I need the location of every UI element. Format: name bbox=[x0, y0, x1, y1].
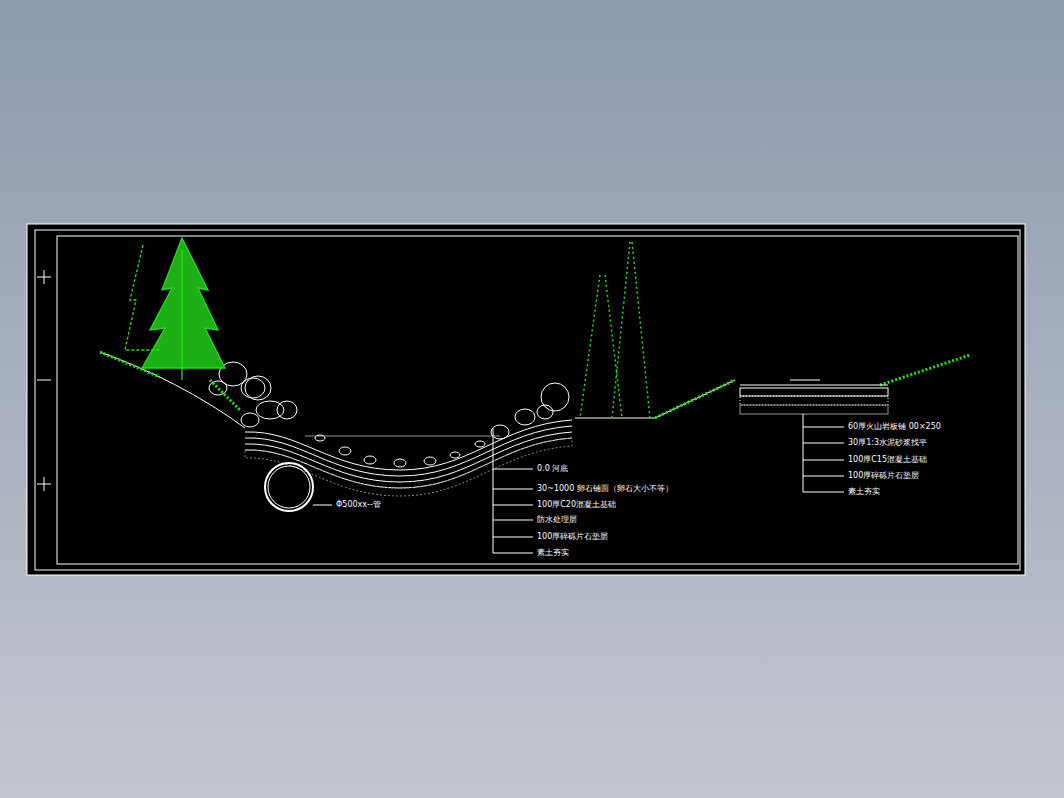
callout-label: 0.0 河底 bbox=[536, 464, 569, 474]
callout-label: 100厚C15混凝土基础 bbox=[847, 455, 928, 465]
callout-label: 60厚火山岩板铺 00×250 bbox=[847, 422, 942, 432]
callout-label: 30~1000 卵石铺面（卵石大小不等） bbox=[536, 484, 674, 494]
callout-label: 素土夯实 bbox=[847, 487, 881, 497]
callout-label: 防水处理层 bbox=[536, 515, 578, 525]
callout-label: 30厚1:3水泥砂浆找平 bbox=[847, 438, 928, 448]
callout-label: 100厚碎砾片石垫层 bbox=[536, 532, 609, 542]
callout-label: 100厚C20混凝土基础 bbox=[536, 500, 617, 510]
callout-label: 100厚碎砾片石垫层 bbox=[847, 471, 920, 481]
callout-label: 素土夯实 bbox=[536, 548, 570, 558]
callout-label: Φ500xx--管 bbox=[335, 500, 382, 510]
